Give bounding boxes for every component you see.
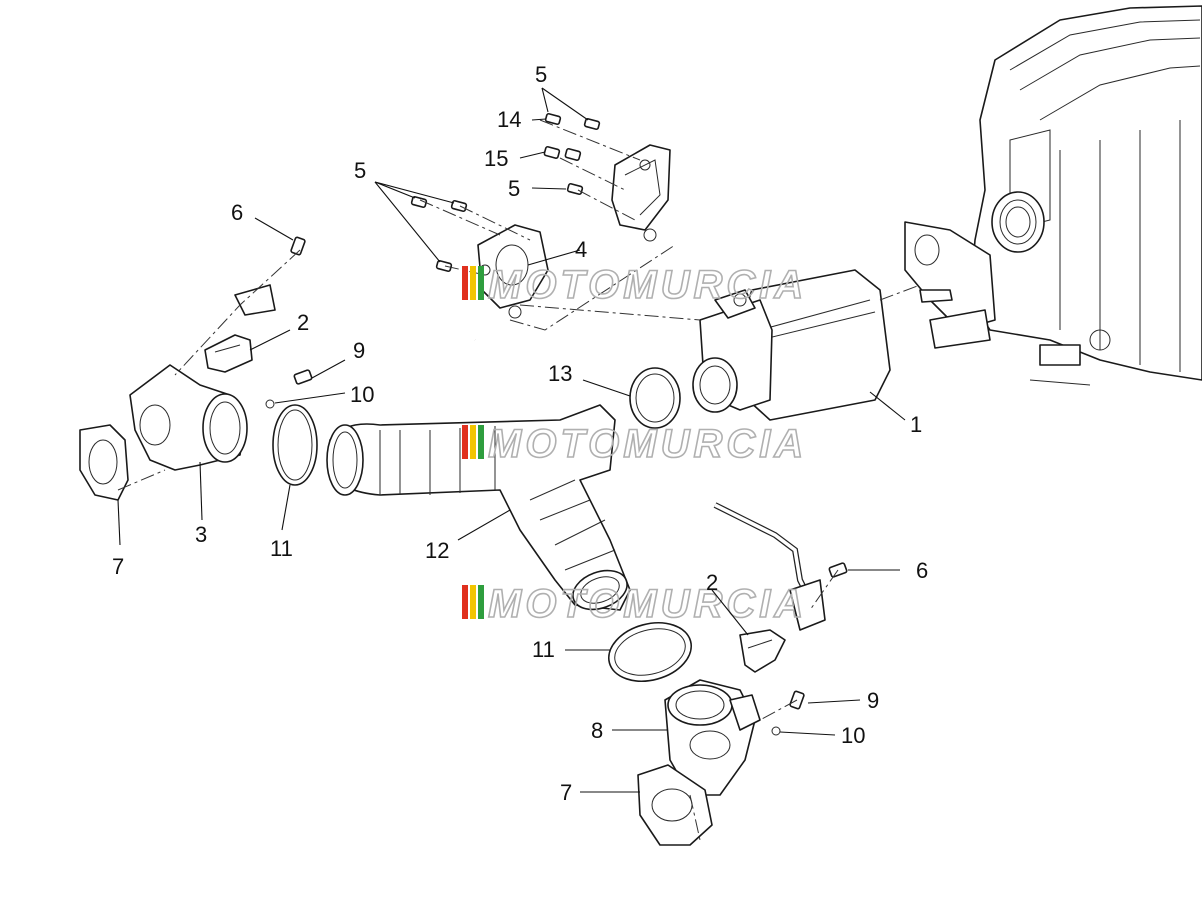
watermark-middle: MOTOMURCIA	[462, 421, 807, 467]
callout-11-left: 11	[270, 536, 293, 561]
injector-right	[739, 629, 786, 673]
callout-7-right: 7	[560, 780, 572, 805]
gasket-left	[79, 424, 129, 501]
callout-2-left: 2	[297, 310, 309, 335]
intake-manifold-right	[664, 679, 781, 796]
callout-13: 13	[548, 361, 572, 386]
watermark-text: MOTOMURCIA	[488, 263, 807, 307]
intake-manifold-left	[129, 364, 275, 471]
watermark-stripe-yellow	[470, 266, 476, 300]
fuel-line-right	[713, 502, 826, 631]
callout-6-right: 6	[916, 558, 928, 583]
sensor-cover-upper	[611, 144, 671, 242]
callout-6-left: 6	[231, 200, 243, 225]
watermark-text: MOTOMURCIA	[488, 422, 807, 466]
engine-block	[904, 5, 1202, 386]
injector-left	[204, 334, 253, 373]
sensor-cover-lower	[477, 224, 549, 319]
callout-5-left: 5	[354, 158, 366, 183]
callout-11-right: 11	[532, 637, 555, 662]
watermark-stripe-red	[462, 585, 468, 619]
watermark-stripe-yellow	[470, 425, 476, 459]
gasket-right	[637, 764, 713, 846]
callout-9-right: 9	[867, 688, 879, 713]
callout-10-right: 10	[841, 723, 865, 748]
clamp-ring-right	[607, 622, 693, 682]
clamp-ring-left	[272, 404, 318, 486]
screws	[290, 112, 848, 710]
callout-5-top: 5	[535, 62, 547, 87]
y-intake-duct	[326, 404, 631, 611]
callout-5-middle: 5	[508, 176, 520, 201]
watermark: MOTOMURCIA MOTOMURCIA MOTOMURCIA	[462, 262, 807, 627]
leader-lines	[117, 87, 906, 793]
callout-3: 3	[195, 522, 207, 547]
callout-14: 14	[497, 107, 521, 132]
watermark-stripe-red	[462, 425, 468, 459]
callout-2-right: 2	[706, 570, 718, 595]
callout-9-left: 9	[353, 338, 365, 363]
callout-10-left: 10	[350, 382, 374, 407]
watermark-bottom: MOTOMURCIA	[462, 581, 807, 627]
callout-1: 1	[910, 412, 922, 437]
throttle-body	[692, 269, 891, 421]
watermark-stripe-red	[462, 266, 468, 300]
fuel-line-left	[234, 283, 477, 342]
callout-15: 15	[484, 146, 508, 171]
watermark-stripe-green	[478, 585, 484, 619]
watermark-stripe-yellow	[470, 585, 476, 619]
watermark-stripe-green	[478, 266, 484, 300]
callout-7-left: 7	[112, 554, 124, 579]
callout-4: 4	[575, 237, 587, 262]
watermark-text: MOTOMURCIA	[488, 582, 807, 626]
callouts: 1 2 2 3 4 5 5 5 6 6 7 7 8 9 9 10 10 11 1…	[112, 62, 928, 805]
callout-12: 12	[425, 538, 449, 563]
clamp-ring-13	[629, 367, 681, 429]
watermark-top: MOTOMURCIA	[462, 262, 807, 308]
watermark-stripe-green	[478, 425, 484, 459]
callout-8: 8	[591, 718, 603, 743]
